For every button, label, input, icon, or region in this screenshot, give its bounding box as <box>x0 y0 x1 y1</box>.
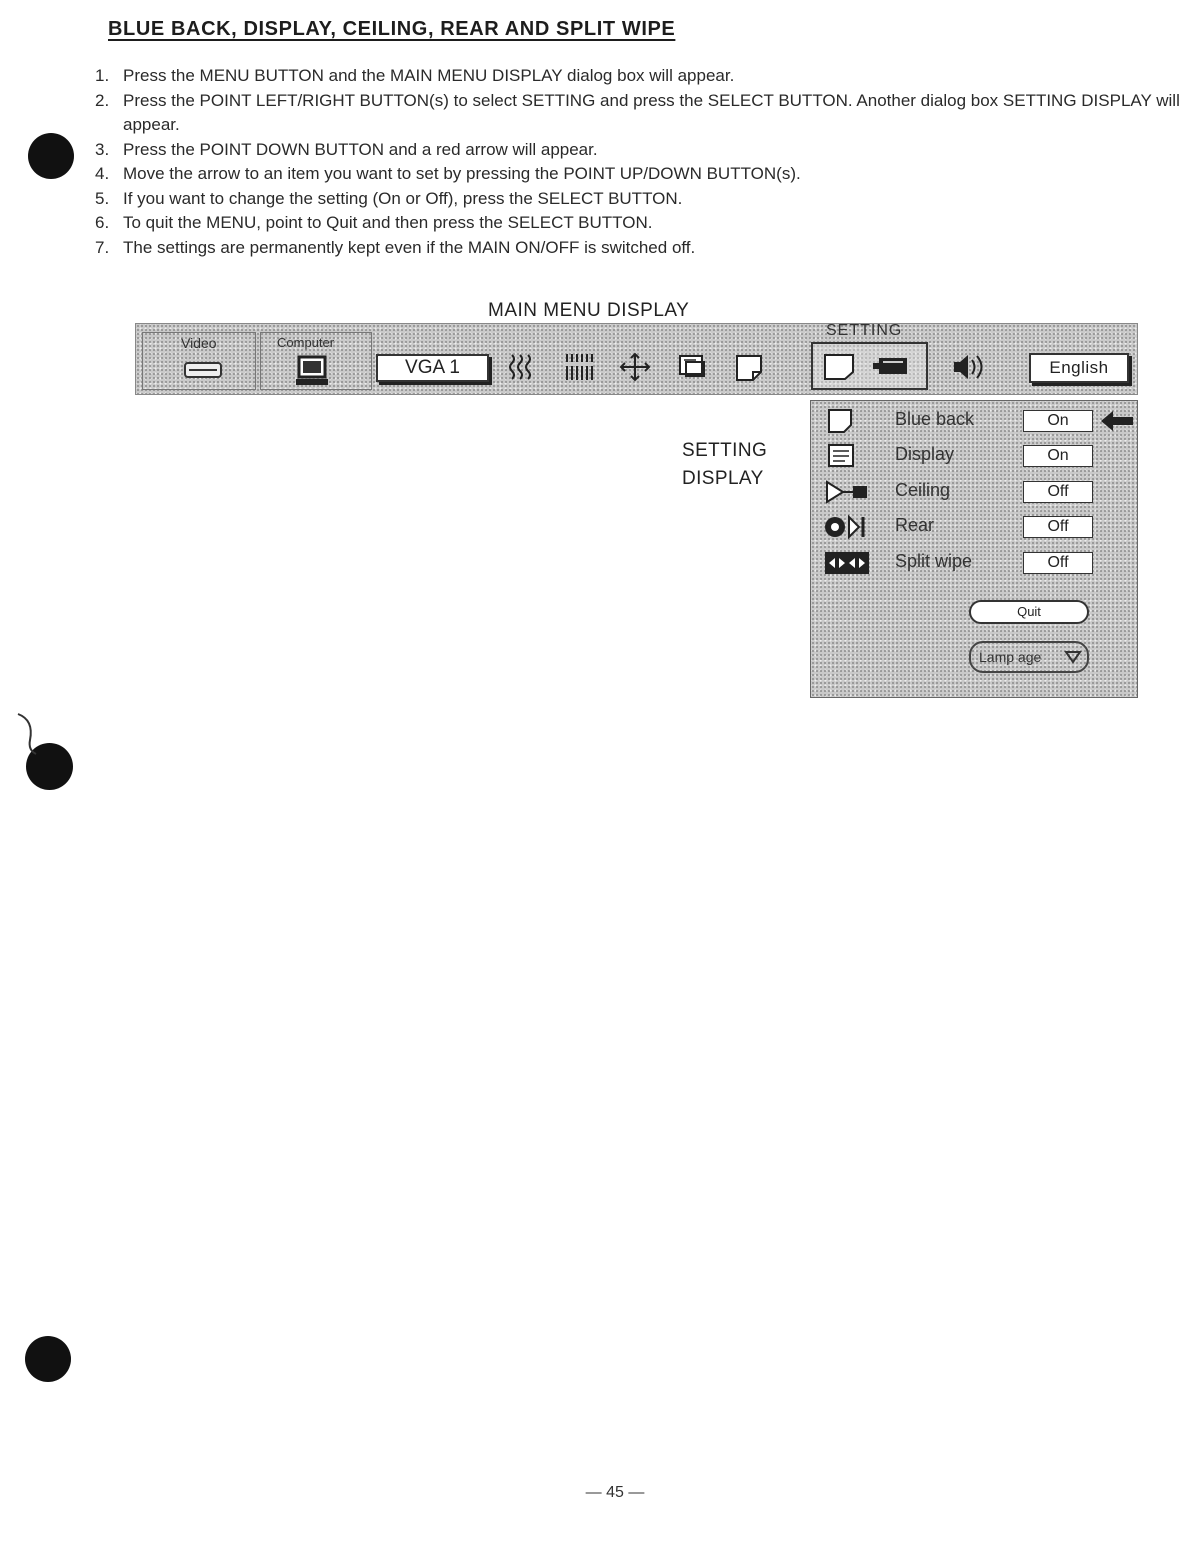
blue-back-icon <box>824 354 854 380</box>
step-item: 4. Move the arrow to an item you want to … <box>95 162 1180 187</box>
step-number: 3. <box>95 139 110 159</box>
step-text: If you want to change the setting (On or… <box>123 188 683 208</box>
tab-video[interactable]: Video <box>142 332 256 390</box>
rear-icon <box>825 514 865 540</box>
lamp-age-label: Lamp age <box>979 649 1042 665</box>
setting-caption-line1: SETTING <box>682 440 768 461</box>
setting-row-value[interactable]: Off <box>1023 516 1093 538</box>
setting-caption-line2: DISPLAY <box>682 468 764 489</box>
step-text: To quit the MENU, point to Quit and then… <box>123 213 653 232</box>
setting-row-ceiling[interactable]: Ceiling Off <box>815 476 1135 508</box>
source-select[interactable]: VGA 1 <box>376 354 489 382</box>
tab-video-label: Video <box>181 335 217 351</box>
split-wipe-icon <box>825 552 869 574</box>
step-number: 4. <box>95 164 110 183</box>
step-number: 7. <box>95 237 110 257</box>
punch-hole <box>25 1336 71 1382</box>
setting-row-value[interactable]: Off <box>1023 552 1093 574</box>
setting-row-blue-back[interactable]: Blue back On <box>815 405 1135 437</box>
punch-hole <box>26 743 73 790</box>
step-text: Press the MENU BUTTON and the MAIN MENU … <box>123 66 735 85</box>
step-item: 1. Press the MENU BUTTON and the MAIN MEN… <box>95 64 1180 89</box>
language-select[interactable]: English <box>1029 353 1129 383</box>
video-icon <box>184 362 222 378</box>
step-text: The settings are permanently kept even i… <box>123 237 696 257</box>
display-icon <box>828 444 854 467</box>
setting-display-caption: SETTING DISPLAY <box>682 437 767 493</box>
screen-icon[interactable] <box>676 352 708 382</box>
step-item: 7. The settings are permanently kept even… <box>95 236 1180 261</box>
setting-display-panel: Blue back On Display On Ceiling Off <box>810 400 1138 698</box>
image-adjust-icon[interactable] <box>506 352 538 382</box>
ceiling-icon <box>826 480 867 504</box>
position-icon[interactable] <box>619 352 651 382</box>
computer-icon <box>296 355 328 385</box>
picture-icon[interactable] <box>733 352 765 382</box>
lamp-icon <box>1064 651 1082 664</box>
quit-button[interactable]: Quit <box>969 600 1089 624</box>
blue-back-icon <box>828 409 852 433</box>
setting-row-value[interactable]: Off <box>1023 481 1093 503</box>
step-text: Press the POINT LEFT/RIGHT BUTTON(s) to … <box>123 90 1180 135</box>
tab-computer-label: Computer <box>277 335 335 350</box>
lamp-age-button[interactable]: Lamp age <box>969 641 1089 673</box>
setting-row-label: Blue back <box>895 409 975 429</box>
setting-row-split-wipe[interactable]: Split wipe Off <box>815 547 1135 579</box>
step-text: Press the POINT DOWN BUTTON and a red ar… <box>123 139 598 159</box>
main-menu-bar: Video Computer VGA 1 <box>135 322 1138 395</box>
step-number: 5. <box>95 188 110 208</box>
setting-row-label: Rear <box>895 515 935 535</box>
setting-row-value[interactable]: On <box>1023 445 1093 467</box>
ink-mark <box>17 713 37 755</box>
setting-row-label: Split wipe <box>895 551 973 571</box>
step-number: 6. <box>95 213 110 232</box>
main-menu-caption: MAIN MENU DISPLAY <box>488 300 690 321</box>
projector-icon <box>873 358 907 374</box>
pc-adjust-icon[interactable] <box>563 352 595 382</box>
step-item: 3. Press the POINT DOWN BUTTON and a red … <box>95 138 1180 163</box>
setting-row-value[interactable]: On <box>1023 410 1093 432</box>
setting-row-label: Ceiling <box>895 480 951 500</box>
step-number: 1. <box>95 66 110 85</box>
setting-label: SETTING <box>826 322 903 339</box>
step-number: 2. <box>95 90 110 110</box>
step-item: 6. To quit the MENU, point to Quit and th… <box>95 211 1180 236</box>
tab-setting[interactable] <box>811 342 928 390</box>
page-number: — 45 — <box>585 1484 645 1501</box>
pointer-arrow-icon <box>1101 411 1133 431</box>
tab-computer[interactable]: Computer <box>260 332 372 390</box>
instruction-list: 1. Press the MENU BUTTON and the MAIN MEN… <box>95 64 1180 260</box>
setting-row-display[interactable]: Display On <box>815 440 1135 472</box>
punch-hole <box>28 133 74 179</box>
step-item: 2. Press the POINT LEFT/RIGHT BUTTON(s) t… <box>95 89 1180 138</box>
setting-row-label: Display <box>895 444 955 464</box>
setting-row-rear[interactable]: Rear Off <box>815 511 1135 543</box>
step-item: 5. If you want to change the setting (On … <box>95 187 1180 212</box>
sound-icon[interactable] <box>950 350 994 384</box>
page-title: BLUE BACK, DISPLAY, CEILING, REAR AND SP… <box>108 18 676 40</box>
step-text: Move the arrow to an item you want to se… <box>123 164 801 183</box>
